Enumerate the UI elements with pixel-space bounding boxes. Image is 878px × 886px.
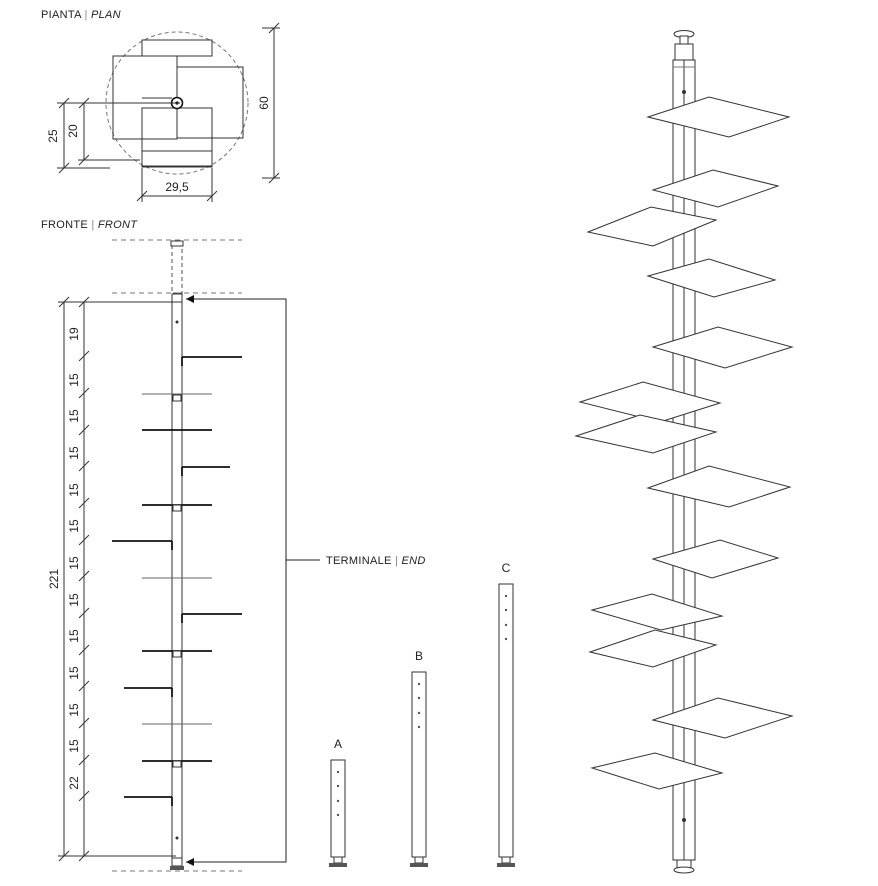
front-pole xyxy=(171,301,183,859)
svg-text:15: 15 xyxy=(67,703,81,717)
dim-ticks xyxy=(58,296,176,862)
front-view: FRONTE | FRONT xyxy=(41,219,426,872)
svg-text:15: 15 xyxy=(67,556,81,570)
svg-text:15: 15 xyxy=(67,666,81,680)
svg-text:15: 15 xyxy=(67,629,81,643)
perspective-view xyxy=(574,30,794,874)
module-label-a: A xyxy=(334,737,342,751)
svg-text:15: 15 xyxy=(67,373,81,387)
svg-text:19: 19 xyxy=(67,327,81,341)
svg-text:15: 15 xyxy=(67,483,81,497)
plan-title: PIANTA | PLAN xyxy=(41,9,121,21)
module-label-b: B xyxy=(415,649,423,663)
dim-total-height: 221 xyxy=(47,569,61,589)
modules: A B C xyxy=(329,561,515,867)
front-shelves xyxy=(112,356,242,806)
plan-shelf-right xyxy=(176,66,244,139)
svg-text:22: 22 xyxy=(67,776,81,790)
dim-depth-inner: 20 xyxy=(66,124,80,138)
svg-text:15: 15 xyxy=(67,409,81,423)
plan-view: PIANTA | PLAN 60 25 20 xyxy=(41,9,280,202)
dim-width: 29,5 xyxy=(165,180,189,194)
module-a xyxy=(330,759,346,858)
dim-depth-outer: 25 xyxy=(46,129,60,143)
svg-text:15: 15 xyxy=(67,519,81,533)
svg-text:15: 15 xyxy=(67,446,81,460)
dim-segments: 19 15 15 15 15 15 15 15 15 15 15 15 22 xyxy=(67,327,81,790)
terminal-bracket xyxy=(186,298,287,863)
front-title: FRONTE | FRONT xyxy=(41,219,138,231)
svg-text:15: 15 xyxy=(67,593,81,607)
svg-text:15: 15 xyxy=(67,739,81,753)
terminal-label: TERMINALE | END xyxy=(326,555,426,567)
plan-outline-circle xyxy=(105,31,249,175)
perspective-shelves xyxy=(574,96,794,790)
dim-diameter: 60 xyxy=(257,96,271,110)
module-label-c: C xyxy=(502,561,511,575)
module-b xyxy=(411,671,427,858)
